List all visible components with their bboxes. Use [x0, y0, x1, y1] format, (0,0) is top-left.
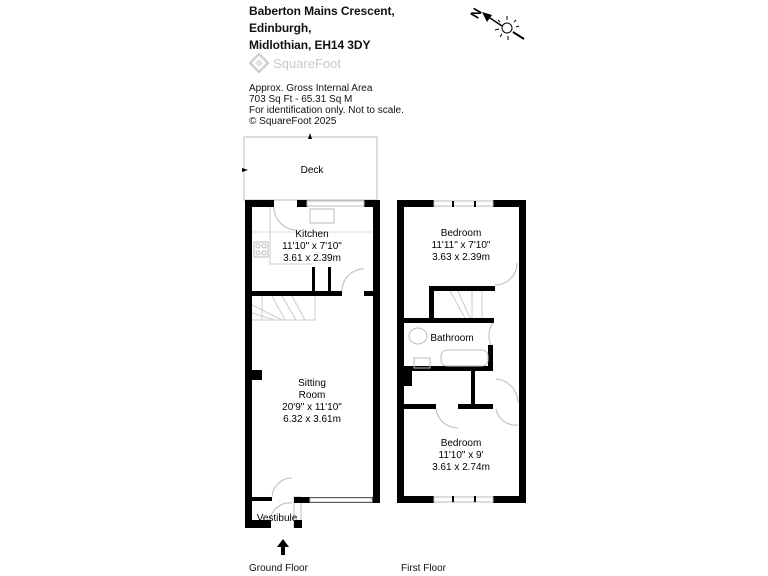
copyright: © SquareFoot 2025 [249, 116, 337, 127]
svg-text:Sitting: Sitting [298, 378, 326, 389]
room-label-sitting-room: Sitting Room 20'9" x 11'10" 6.32 x 3.61m [282, 378, 342, 425]
ground-floor-plan: Deck Kitchen 11'10" x 7'10" 3.61 x 2.39m… [242, 133, 380, 555]
room-label-bathroom: Bathroom [430, 333, 473, 344]
svg-text:11'11" x 7'10": 11'11" x 7'10" [432, 240, 491, 251]
room-label-bedroom-1: Bedroom 11'11" x 7'10" 3.63 x 2.39m [432, 228, 491, 263]
address-line-3: Midlothian, EH14 3DY [249, 38, 371, 52]
room-label-kitchen: Kitchen 11'10" x 7'10" 3.61 x 2.39m [282, 229, 342, 264]
svg-text:Kitchen: Kitchen [295, 229, 328, 240]
svg-text:11'10" x 9': 11'10" x 9' [439, 450, 484, 461]
room-label-bedroom-2: Bedroom 11'10" x 9' 3.61 x 2.74m [432, 438, 490, 473]
address-line-2: Edinburgh, [249, 21, 312, 35]
svg-text:3.61 x 2.74m: 3.61 x 2.74m [432, 462, 490, 473]
entrance-arrow-icon [277, 539, 289, 555]
address-line-1: Baberton Mains Crescent, [249, 4, 395, 18]
svg-text:Bedroom: Bedroom [441, 438, 482, 449]
area-info: Approx. Gross Internal Area 703 Sq Ft - … [249, 83, 404, 127]
area-value: 703 Sq Ft - 65.31 Sq M [249, 94, 353, 105]
area-label: Approx. Gross Internal Area [249, 83, 373, 94]
logo-text: SquareFoot [273, 55, 341, 71]
svg-text:Bedroom: Bedroom [441, 228, 482, 239]
compass-icon: N [467, 5, 525, 40]
svg-text:6.32 x 3.61m: 6.32 x 3.61m [283, 414, 341, 425]
svg-text:3.63 x 2.39m: 3.63 x 2.39m [432, 252, 490, 263]
squarefoot-logo-icon [249, 53, 269, 73]
svg-text:20'9" x 11'10": 20'9" x 11'10" [282, 402, 342, 413]
disclaimer: For identification only. Not to scale. [249, 105, 404, 116]
property-address: Baberton Mains Crescent, Edinburgh, Midl… [249, 3, 395, 54]
svg-text:Room: Room [299, 390, 326, 401]
room-label-deck: Deck [301, 165, 325, 176]
squarefoot-logo: SquareFoot [249, 53, 341, 73]
svg-text:3.61 x 2.39m: 3.61 x 2.39m [283, 253, 341, 264]
room-label-vestibule: Vestibule [257, 513, 298, 524]
ground-floor-label: Ground Floor [249, 563, 308, 574]
first-floor-label: First Floor [401, 563, 446, 574]
first-floor-plan: Bedroom 11'11" x 7'10" 3.63 x 2.39m Bath… [397, 200, 526, 503]
svg-text:11'10" x 7'10": 11'10" x 7'10" [282, 241, 342, 252]
